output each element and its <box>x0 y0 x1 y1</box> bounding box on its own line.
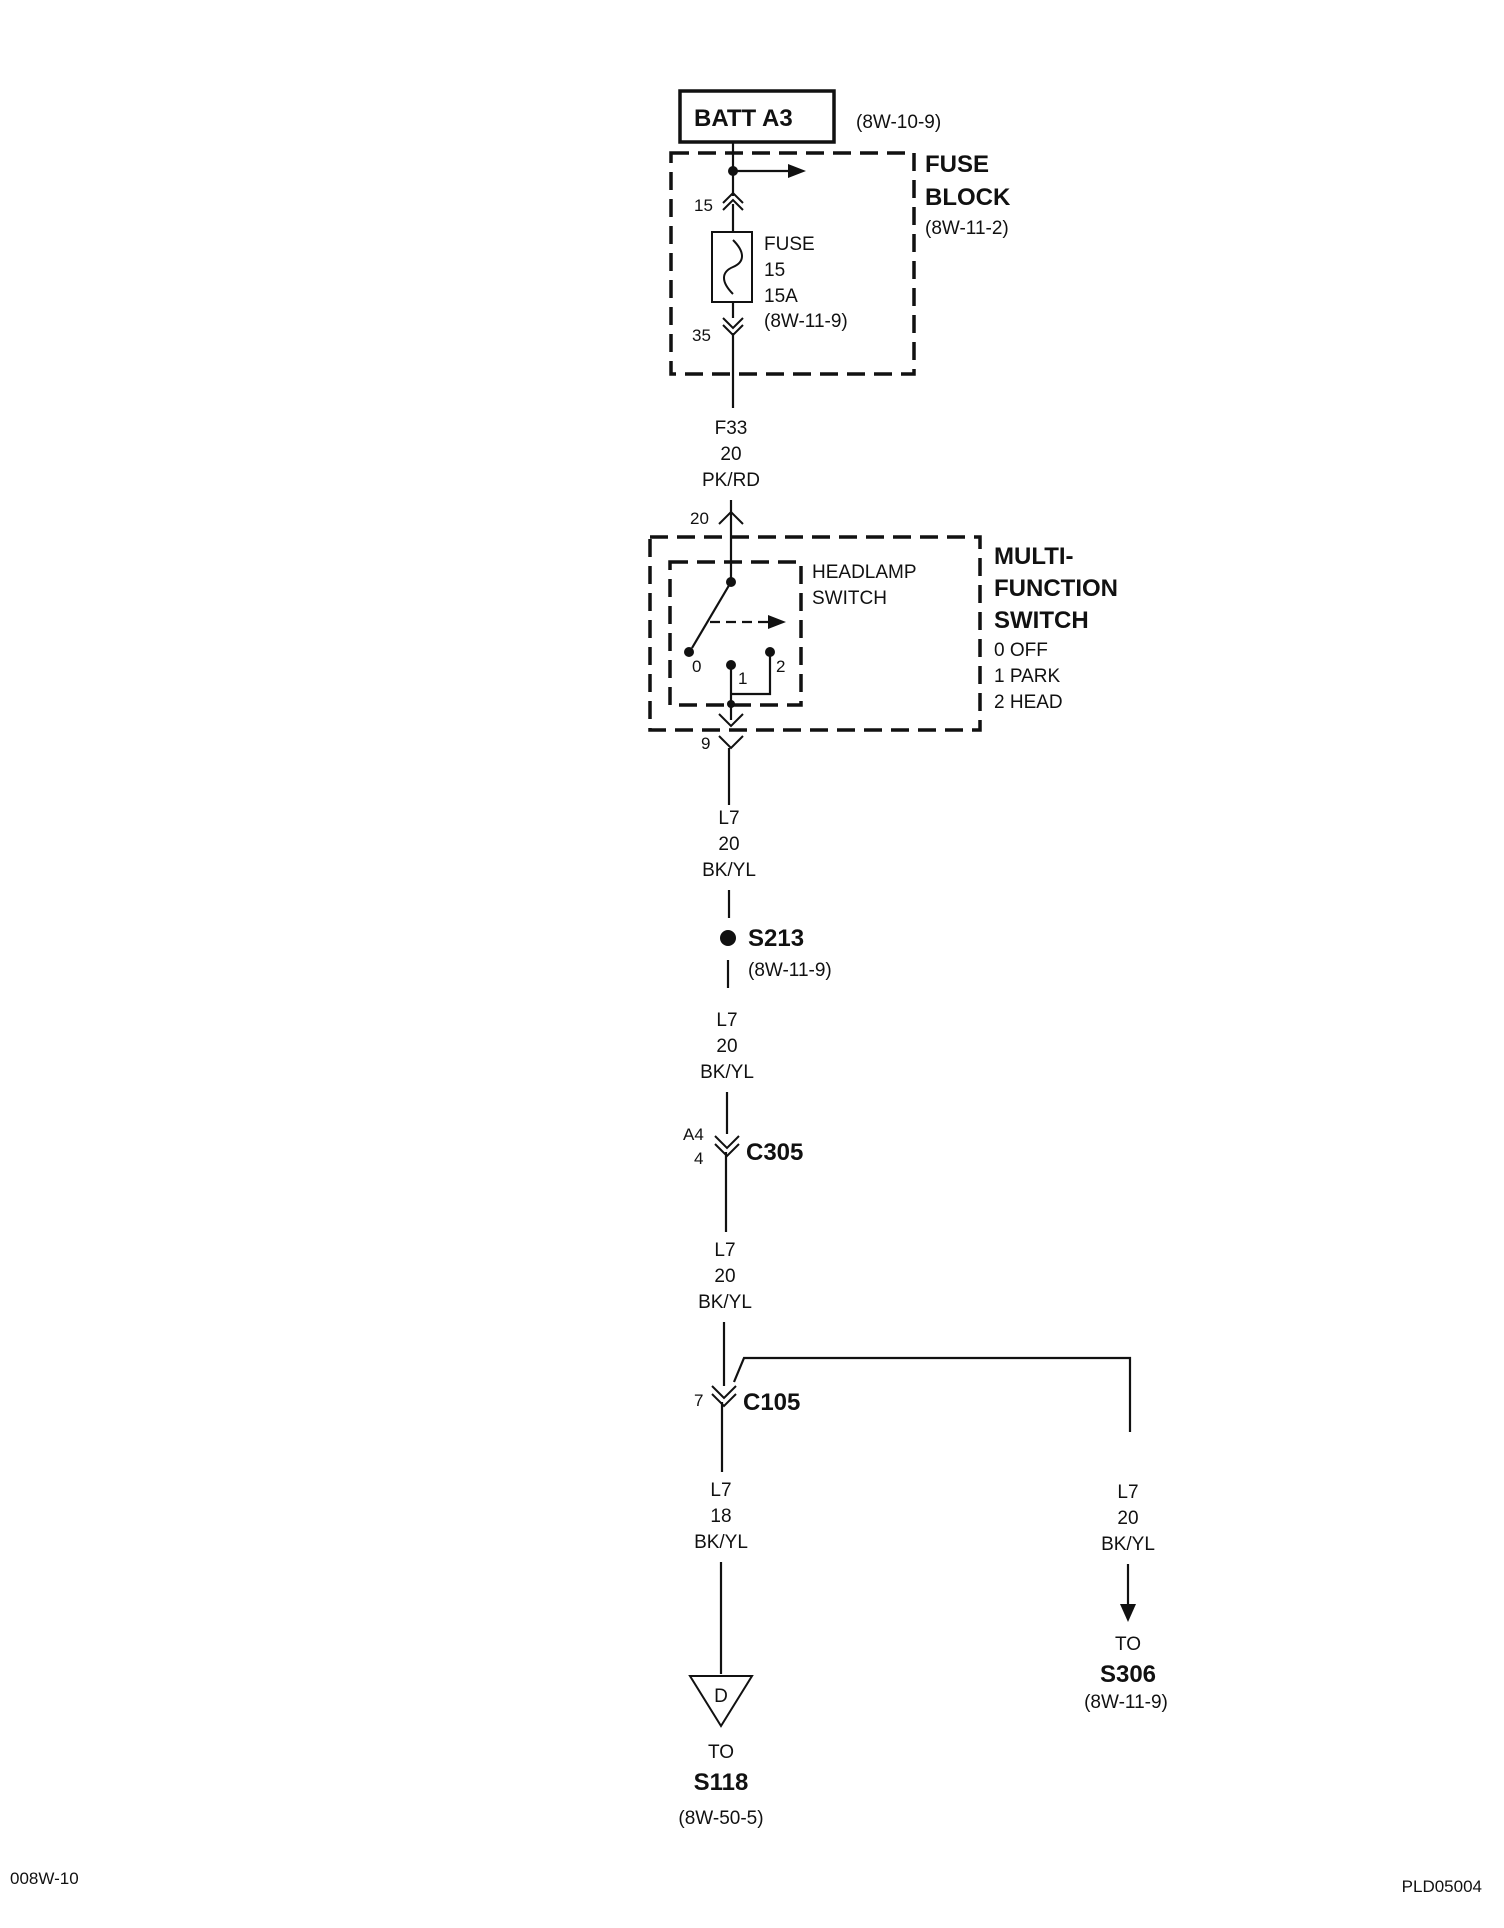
wire-l7-d-circuit: L7 <box>710 1480 731 1501</box>
wire-l7-b-color: BK/YL <box>700 1062 754 1083</box>
c105-chevron-2 <box>711 1393 737 1408</box>
switch-title-line2: FUNCTION <box>994 575 1118 602</box>
headlamp-switch-label-line2: SWITCH <box>812 588 887 609</box>
connector-c305: A4 4 C305 <box>683 1125 803 1168</box>
multifunction-switch: 20 MULTI- FUNCTION SWITCH 0 OFF 1 PARK 2… <box>648 500 1118 753</box>
branch-wire-to-s306 <box>732 1356 1132 1432</box>
wire-l7-a-gauge: 20 <box>718 834 739 855</box>
s306-to: TO <box>1115 1634 1141 1655</box>
switch-pin-out-chevron-1 <box>718 713 744 728</box>
switch-contact-2-jumper <box>731 652 772 696</box>
switch-position-0: 0 <box>692 657 701 676</box>
headlamp-switch-outline <box>668 560 803 707</box>
s306-label: S306 <box>1100 1661 1156 1688</box>
wire-l7-a-color: BK/YL <box>702 860 756 881</box>
fuse-rating: 15A <box>764 286 798 307</box>
switch-pin-out-label: 9 <box>701 734 710 753</box>
fuse-pin-in-chevron-2 <box>722 198 744 211</box>
destination-s306: TO S306 (8W-11-9) <box>1084 1564 1168 1713</box>
c305-label: C305 <box>746 1139 803 1166</box>
fuse-number: 15 <box>764 260 785 281</box>
c105-chevron-1 <box>711 1385 737 1400</box>
fuse-block: FUSE BLOCK (8W-11-2) 15 FUSE 15 15A (8W-… <box>669 142 1011 408</box>
wire-l7-c-label: L7 20 BK/YL <box>698 1240 752 1313</box>
switch-title-line1: MULTI- <box>994 543 1074 570</box>
footer-page-id: 008W-10 <box>10 1869 79 1888</box>
footer-drawing-id: PLD05004 <box>1402 1877 1482 1896</box>
fuse-element-icon <box>723 239 743 295</box>
battery-source-ref: (8W-10-9) <box>856 112 941 133</box>
wire-f33-gauge: 20 <box>720 444 741 465</box>
headlamp-switch-label-line1: HEADLAMP <box>812 562 917 583</box>
fuse-pin-out-label: 35 <box>692 326 711 345</box>
switch-pin-in-label: 20 <box>690 509 709 528</box>
splice-s213-dot <box>720 930 736 946</box>
wire-l7-b-circuit: L7 <box>716 1010 737 1031</box>
wire-l7-a-label: L7 20 BK/YL <box>702 808 756 881</box>
s118-marker: D <box>714 1686 728 1707</box>
battery-source-box <box>678 89 836 144</box>
c305-chevron-1 <box>714 1135 740 1150</box>
connector-c105: 7 C105 <box>694 1356 1132 1432</box>
s306-ref: (8W-11-9) <box>1084 1692 1168 1713</box>
wire-l7-e-color: BK/YL <box>1101 1534 1155 1555</box>
fuse-block-ref: (8W-11-2) <box>925 218 1009 239</box>
s118-to: TO <box>708 1742 734 1763</box>
fuse-block-outline <box>669 151 916 376</box>
switch-outer-outline <box>648 535 982 732</box>
fuse-block-bus-arrowhead <box>788 164 806 178</box>
switch-contact-0 <box>684 647 694 657</box>
switch-position-2: 2 <box>776 657 785 676</box>
fuse-pin-in-label: 15 <box>694 196 713 215</box>
fuse-ref: (8W-11-9) <box>764 311 848 332</box>
splice-s213-ref: (8W-11-9) <box>748 960 832 981</box>
wire-l7-e-gauge: 20 <box>1117 1508 1138 1529</box>
wire-l7-c-gauge: 20 <box>714 1266 735 1287</box>
fuse-block-title-line1: FUSE <box>925 151 989 178</box>
switch-legend-off: 0 OFF <box>994 640 1048 661</box>
wire-f33-color: PK/RD <box>702 470 760 491</box>
wire-l7-e-label: L7 20 BK/YL <box>1101 1482 1155 1555</box>
switch-position-1: 1 <box>738 669 747 688</box>
battery-source: BATT A3 (8W-10-9) <box>678 89 941 144</box>
fuse-pin-out-chevron-1 <box>722 317 744 330</box>
c105-label: C105 <box>743 1389 800 1416</box>
switch-blade <box>691 581 732 649</box>
wire-l7-b-label: L7 20 BK/YL <box>700 1010 754 1083</box>
c305-pin-top: A4 <box>683 1125 704 1144</box>
wire-f33-label: F33 20 PK/RD <box>702 418 760 491</box>
wire-l7-e-circuit: L7 <box>1117 1482 1138 1503</box>
c305-pin-bottom: 4 <box>694 1149 703 1168</box>
s118-ref: (8W-50-5) <box>678 1808 763 1829</box>
fuse-pin-in-chevron-1 <box>722 191 744 204</box>
wire-l7-b-gauge: 20 <box>716 1036 737 1057</box>
switch-output-junction <box>727 700 735 708</box>
switch-legend-park: 1 PARK <box>994 666 1061 687</box>
destination-s118: D TO S118 (8W-50-5) <box>678 1675 764 1829</box>
wire-l7-c-circuit: L7 <box>714 1240 735 1261</box>
battery-source-label: BATT A3 <box>694 105 793 132</box>
splice-s213: S213 (8W-11-9) <box>720 925 832 981</box>
fuse-block-title-line2: BLOCK <box>925 184 1011 211</box>
switch-actuator-arrowhead <box>768 615 786 629</box>
fuse-label: FUSE <box>764 234 815 255</box>
wire-f33-circuit: F33 <box>715 418 748 439</box>
wire-l7-c-color: BK/YL <box>698 1292 752 1313</box>
wire-l7-d-gauge: 18 <box>710 1506 731 1527</box>
switch-title-line3: SWITCH <box>994 607 1089 634</box>
wire-l7-d-color: BK/YL <box>694 1532 748 1553</box>
s306-arrowhead <box>1120 1604 1136 1622</box>
s118-offpage-triangle <box>688 1675 754 1728</box>
c105-pin: 7 <box>694 1391 703 1410</box>
switch-pin-out-chevron-2 <box>718 735 744 750</box>
wire-l7-d-label: L7 18 BK/YL <box>694 1480 748 1553</box>
switch-legend-head: 2 HEAD <box>994 692 1063 713</box>
s118-label: S118 <box>694 1769 749 1796</box>
splice-s213-label: S213 <box>748 925 804 952</box>
wire-l7-a-circuit: L7 <box>718 808 739 829</box>
